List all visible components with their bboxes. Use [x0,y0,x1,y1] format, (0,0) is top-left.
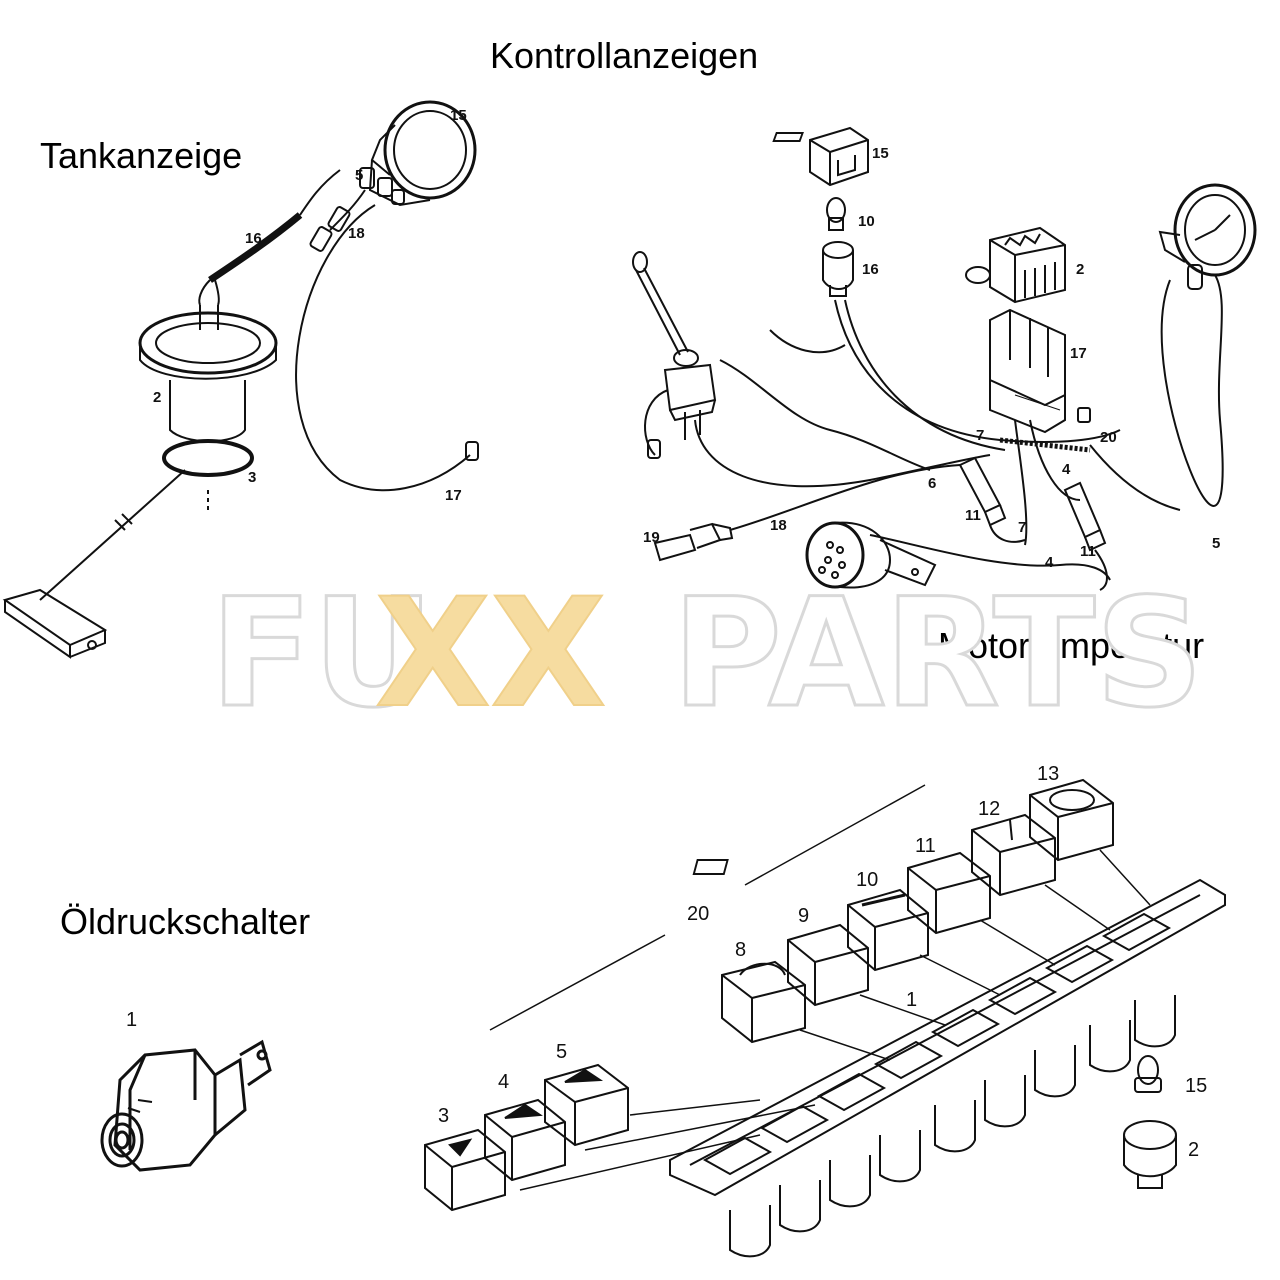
indicator-cube-12 [971,813,1056,897]
fuel-float-rod [39,469,186,601]
fuel-callouts: 15 5 16 18 2 3 17 [153,107,467,504]
indicator-housing-15 [772,126,869,187]
indicator-cube-8 [721,960,806,1044]
fuel-gauge-group [2,100,479,659]
callout-tank-5: 5 [355,167,363,184]
fuel-wire-top [299,169,341,216]
callout-motor-18: 18 [770,517,787,534]
section-title-oil: Öldruckschalter [60,901,311,942]
callout-motor-5: 5 [1212,535,1220,552]
page-title: Kontrollanzeigen [490,35,759,76]
callout-motor-19: 19 [643,529,660,546]
callout-motor-11b: 11 [1080,543,1096,560]
callout-panel-1: 1 [906,989,917,1011]
callout-panel-5: 5 [556,1041,567,1063]
connector-11b [1063,481,1107,552]
fuel-gauge-head [359,100,477,207]
indicator-cube-13 [1029,778,1114,862]
panel-socket-2 [1123,1120,1177,1189]
toggle-switch [632,251,717,459]
callout-motor-7b: 7 [1018,519,1026,536]
callout-motor-4a: 4 [1062,461,1071,478]
fuel-plug-18b [327,206,351,232]
temp-sensor-19 [653,464,961,562]
panel-callouts: 13 12 11 10 9 8 20 1 5 4 3 15 2 [438,763,1207,1161]
panel-bulb-15 [1134,1055,1162,1093]
callout-panel-9: 9 [798,905,809,927]
callout-motor-16: 16 [862,261,879,278]
socket-16 [822,241,854,297]
indicator-cube-4 [484,1098,566,1182]
fuel-sender-flange [138,279,278,443]
callout-motor-17: 17 [1070,345,1087,362]
callout-panel-2: 2 [1188,1139,1199,1161]
callout-motor-11a: 11 [965,507,981,524]
relay-2 [965,226,1066,304]
section-title-tank: Tankanzeige [40,135,243,176]
callout-tank-2: 2 [153,389,161,406]
fuel-wire-sleeve [208,212,303,283]
fuel-wire-to-connector [329,189,366,231]
fuel-wire-long-17 [295,204,471,492]
relay-17 [989,308,1066,434]
callout-panel-12: 12 [978,798,1000,820]
callout-panel-8: 8 [735,939,746,961]
harness-main [834,299,1121,443]
indicator-cube-3 [424,1128,506,1212]
indicator-panel [424,778,1226,1258]
callout-panel-10: 10 [856,869,878,891]
callout-panel-20: 20 [687,903,709,925]
bulb-10 [826,197,846,231]
fuel-plug-17 [465,441,479,461]
watermark-mid: XX [375,567,606,741]
callout-tank-17: 17 [445,487,462,504]
indicator-cube-10 [847,888,929,972]
callout-panel-4: 4 [498,1071,509,1093]
temperature-gauge [1158,183,1257,290]
callout-panel-15: 15 [1185,1075,1207,1097]
watermark: FU XX PARTS [209,566,1205,743]
fuel-float [2,588,108,659]
callout-motor-4b: 4 [1045,554,1054,571]
indicator-cube-5 [544,1063,629,1147]
callout-motor-15: 15 [872,145,889,162]
oil-pressure-switch [100,1039,272,1172]
callout-oil-1: 1 [126,1009,137,1031]
callout-tank-18: 18 [348,225,365,242]
indicator-cube-11 [692,851,991,935]
callout-tank-15: 15 [450,107,467,124]
callout-panel-13: 13 [1037,763,1059,785]
callout-motor-10: 10 [858,213,875,230]
callout-tank-3: 3 [248,469,256,486]
callout-motor-20: 20 [1100,429,1117,446]
callout-motor-7a: 7 [976,427,984,444]
motor-callouts: 15 10 16 2 17 7 20 6 4 11 7 11 19 18 4 5 [643,145,1220,571]
buzzer [805,521,937,589]
indicator-cube-9 [787,923,869,1007]
callout-panel-3: 3 [438,1105,449,1127]
fuel-o-ring [162,439,254,477]
motor-harness-group [632,126,1257,591]
callout-panel-11: 11 [915,835,936,857]
connector-11a [958,456,1007,527]
panel-sockets [729,995,1176,1258]
callout-motor-6: 6 [928,475,936,492]
callout-tank-16: 16 [245,230,262,247]
watermark-left: FU [210,567,434,741]
callout-motor-2: 2 [1076,261,1084,278]
watermark-right: PARTS [672,567,1203,741]
cable-tie-20 [999,437,1091,453]
panel-slots [702,912,1172,1176]
panel-frame [669,878,1226,1197]
section-title-motor: Motortemperatur [938,625,1205,666]
fuel-plug-18 [309,226,333,252]
